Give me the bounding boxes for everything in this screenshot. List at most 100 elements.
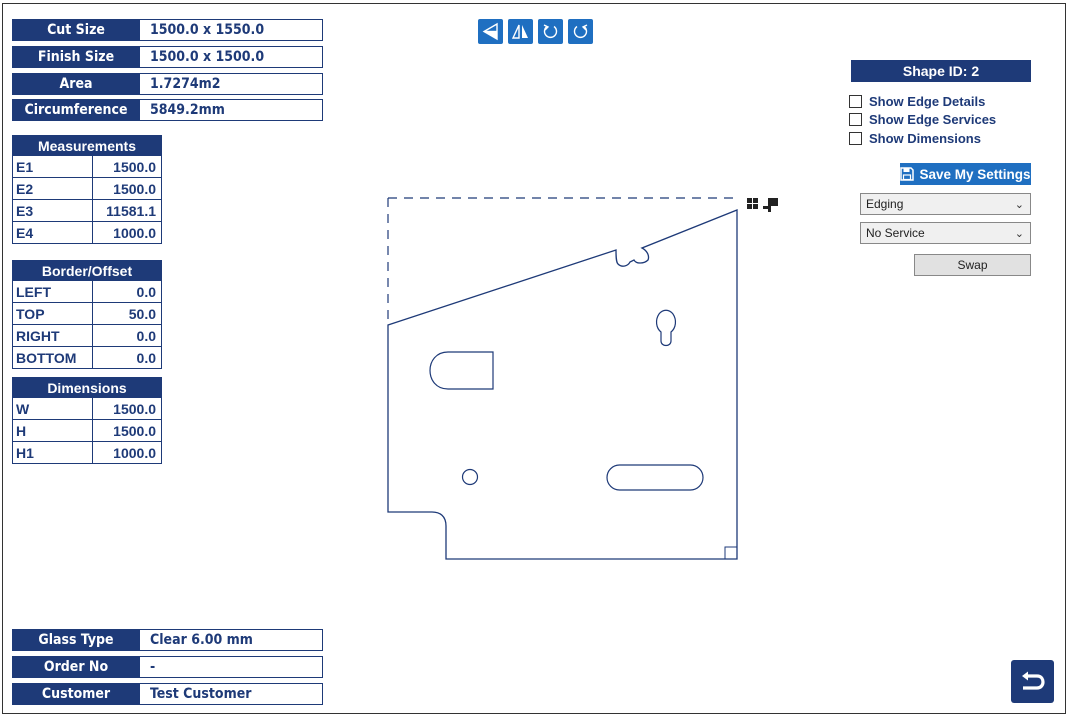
flip-horizontal-icon: [482, 22, 498, 41]
return-arrow-icon: [1021, 671, 1045, 690]
checkbox-box[interactable]: [849, 132, 862, 145]
mirror-vertical-button[interactable]: [508, 19, 533, 44]
row-key: H: [13, 420, 93, 441]
customer-label: Customer: [12, 683, 140, 705]
rotate-left-button[interactable]: [538, 19, 563, 44]
row-value: 1000.0: [113, 224, 156, 241]
corner-marker: [724, 546, 738, 560]
glass-type-row: Glass Type Clear 6.00 mm: [12, 629, 323, 651]
finish-size-value: 1500.0 x 1500.0: [140, 46, 323, 68]
circumference-label: Circumference: [12, 99, 140, 121]
checkbox-box[interactable]: [849, 95, 862, 108]
dimensions-table: Dimensions W 1500.0 H 1500.0 H1 1000.0: [12, 377, 162, 464]
table-row: RIGHT 0.0: [12, 325, 162, 347]
row-value: 0.0: [136, 349, 156, 366]
rotate-right-button[interactable]: [568, 19, 593, 44]
mirror-vertical-icon: [511, 24, 528, 39]
chevron-down-icon: ⌄: [1014, 199, 1024, 211]
show-edge-details-checkbox[interactable]: Show Edge Details: [849, 94, 985, 109]
row-key: LEFT: [13, 281, 93, 302]
measurements-title: Measurements: [12, 135, 162, 156]
order-no-row: Order No -: [12, 656, 323, 678]
finish-size-label: Finish Size: [12, 46, 140, 68]
customer-row: Customer Test Customer: [12, 683, 323, 705]
row-key: E1: [13, 156, 93, 177]
row-value: 0.0: [136, 327, 156, 344]
cut-size-label: Cut Size: [12, 19, 140, 41]
row-value: 1500.0: [113, 400, 156, 417]
service-select[interactable]: No Service ⌄: [860, 222, 1031, 244]
hole-cutout: [461, 468, 479, 486]
checkbox-label: Show Edge Details: [869, 94, 986, 109]
d-shaped-cutout: [429, 351, 494, 390]
table-row: E2 1500.0: [12, 178, 162, 200]
row-value: 1500.0: [113, 422, 156, 439]
table-row: W 1500.0: [12, 398, 162, 420]
order-no-label: Order No: [12, 656, 140, 678]
edging-select[interactable]: Edging ⌄: [860, 193, 1031, 215]
service-select-value: No Service: [866, 226, 925, 240]
cut-size-row: Cut Size 1500.0 x 1550.0: [12, 19, 323, 41]
circumference-row: Circumference 5849.2mm: [12, 99, 323, 121]
row-key: E3: [13, 200, 93, 221]
flip-horizontal-button[interactable]: [478, 19, 503, 44]
table-row: H1 1000.0: [12, 442, 162, 464]
cut-size-value: 1500.0 x 1550.0: [140, 19, 323, 41]
row-key: H1: [13, 442, 93, 463]
app-frame: [2, 3, 1066, 714]
back-button[interactable]: [1011, 660, 1054, 703]
row-key: RIGHT: [13, 325, 93, 346]
row-key: E4: [13, 222, 93, 243]
corner-align-icon[interactable]: [763, 198, 778, 212]
row-value: 1500.0: [113, 180, 156, 197]
save-settings-label: Save My Settings: [919, 166, 1031, 182]
rotate-right-icon: [573, 24, 588, 38]
table-row: LEFT 0.0: [12, 281, 162, 303]
row-value: 0.0: [136, 283, 156, 300]
keyhole-cutout: [655, 309, 677, 347]
row-key: BOTTOM: [13, 347, 93, 368]
glass-type-value: Clear 6.00 mm: [140, 629, 323, 651]
checkbox-box[interactable]: [849, 113, 862, 126]
row-key: E2: [13, 178, 93, 199]
circumference-value: 5849.2mm: [140, 99, 323, 121]
swap-button[interactable]: Swap: [914, 254, 1031, 276]
dimensions-title: Dimensions: [12, 377, 162, 398]
table-row: E4 1000.0: [12, 222, 162, 244]
bounding-box-dashed: [387, 197, 737, 325]
show-edge-services-checkbox[interactable]: Show Edge Services: [849, 112, 996, 127]
row-value: 1000.0: [113, 444, 156, 461]
glass-shape-outline[interactable]: [387, 209, 738, 560]
table-row: E3 11581.1: [12, 200, 162, 222]
order-no-value: -: [140, 656, 323, 678]
glass-type-label: Glass Type: [12, 629, 140, 651]
customer-value: Test Customer: [140, 683, 323, 705]
shape-canvas: [387, 197, 778, 560]
slot-cutout: [606, 464, 704, 491]
row-value: 11581.1: [106, 202, 156, 219]
rotate-left-icon: [543, 24, 558, 38]
area-value: 1.7274m2: [140, 73, 323, 95]
row-key: W: [13, 398, 93, 419]
shape-id-label: Shape ID: 2: [851, 60, 1031, 82]
floppy-disk-icon: [900, 167, 915, 181]
table-row: H 1500.0: [12, 420, 162, 442]
area-row: Area 1.7274m2: [12, 73, 323, 95]
row-value: 1500.0: [113, 158, 156, 175]
finish-size-row: Finish Size 1500.0 x 1500.0: [12, 46, 323, 68]
table-row: E1 1500.0: [12, 156, 162, 178]
measurements-table: Measurements E1 1500.0 E2 1500.0 E3 11581.1…: [12, 135, 162, 244]
chevron-down-icon: ⌄: [1014, 228, 1024, 240]
checkbox-label: Show Edge Services: [869, 112, 997, 127]
checkbox-label: Show Dimensions: [869, 131, 981, 146]
row-key: TOP: [13, 303, 93, 324]
border-offset-title: Border/Offset: [12, 260, 162, 281]
table-row: BOTTOM 0.0: [12, 347, 162, 369]
edging-select-value: Edging: [866, 197, 904, 211]
area-label: Area: [12, 73, 140, 95]
save-settings-button[interactable]: Save My Settings: [900, 163, 1031, 185]
show-dimensions-checkbox[interactable]: Show Dimensions: [849, 131, 981, 146]
grid-toggle-icon[interactable]: [747, 198, 758, 209]
